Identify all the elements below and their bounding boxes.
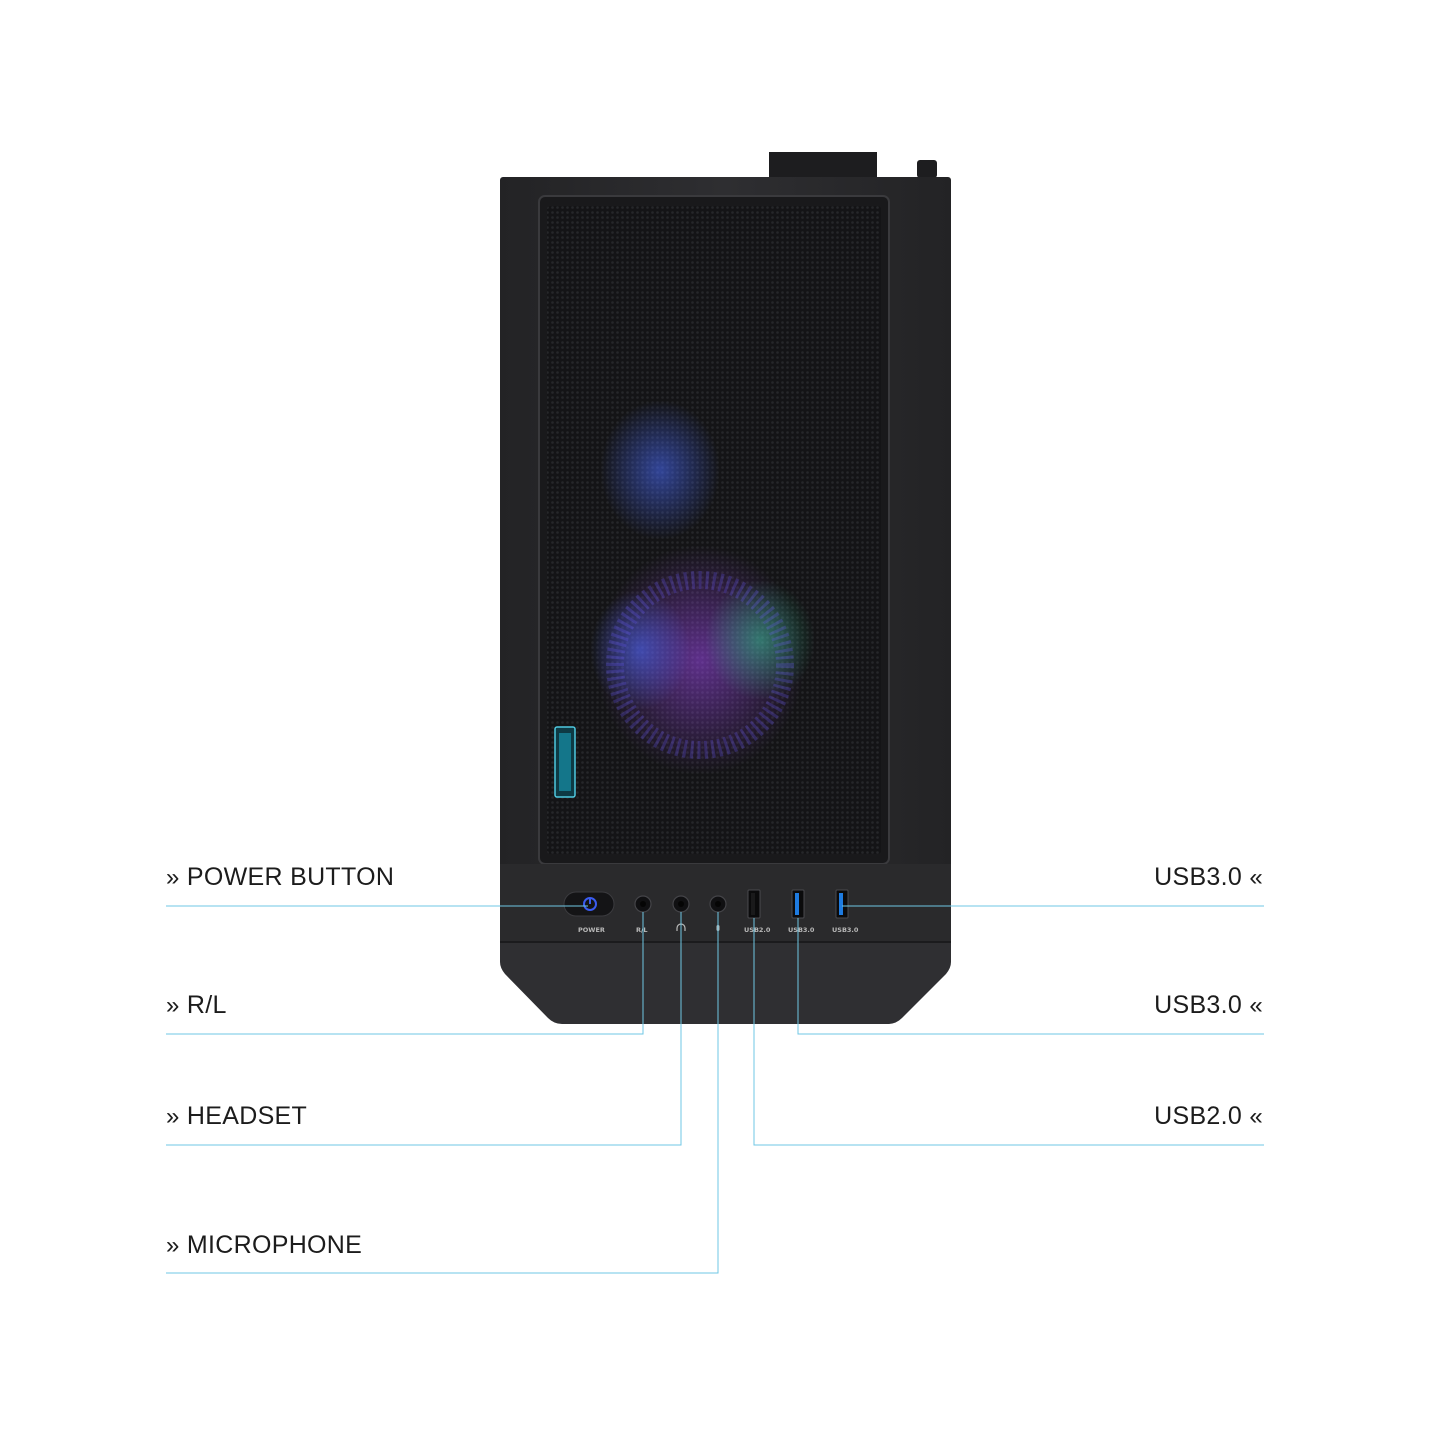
rl-jack[interactable] — [634, 895, 652, 913]
chevron-right-icon: » — [166, 1232, 180, 1259]
rl-port-label: R/L — [636, 926, 648, 934]
callout-text: USB3.0 — [1154, 863, 1243, 891]
top-handle — [769, 152, 877, 179]
callout-line-headset — [166, 912, 682, 1146]
callout-rl: » R/L — [166, 993, 227, 1018]
callout-usb3-mid: USB3.0 « — [1154, 993, 1263, 1018]
usb3-port-2[interactable] — [835, 889, 849, 919]
callout-text: USB2.0 — [1154, 1102, 1243, 1130]
chevron-left-icon: « — [1249, 1103, 1263, 1130]
power-button[interactable] — [563, 891, 615, 917]
callout-usb2: USB2.0 « — [1154, 1104, 1263, 1129]
callout-line-microphone — [166, 912, 719, 1274]
usb3-port-1[interactable] — [791, 889, 805, 919]
callout-lines — [166, 905, 1264, 1274]
callout-text: POWER BUTTON — [186, 863, 395, 891]
callout-microphone: » MICROPHONE — [166, 1233, 362, 1258]
microphone-jack[interactable] — [709, 895, 727, 913]
chevron-right-icon: » — [166, 864, 180, 891]
callout-line-usb2 — [753, 918, 1264, 1146]
top-knob — [917, 160, 937, 178]
callout-text: HEADSET — [186, 1102, 308, 1130]
callout-line-rl — [166, 912, 644, 1035]
headset-jack[interactable] — [672, 895, 690, 913]
callout-headset: » HEADSET — [166, 1104, 307, 1129]
power-label: POWER — [578, 926, 605, 934]
callout-text: MICROPHONE — [186, 1231, 363, 1259]
callout-usb3-top: USB3.0 « — [1154, 865, 1263, 890]
usb2-port[interactable] — [747, 889, 761, 919]
chevron-right-icon: » — [166, 1103, 180, 1130]
chevron-left-icon: « — [1249, 992, 1263, 1019]
chevron-left-icon: « — [1249, 864, 1263, 891]
usb3-label-2: USB3.0 — [832, 926, 859, 934]
usb3-label-1: USB3.0 — [788, 926, 815, 934]
chevron-right-icon: » — [166, 992, 180, 1019]
callout-line-usb3-mid — [797, 918, 1264, 1035]
callout-text: R/L — [186, 991, 227, 1019]
usb2-label: USB2.0 — [744, 926, 771, 934]
callout-power-button: » POWER BUTTON — [166, 865, 394, 890]
case-foot — [500, 942, 951, 1024]
callout-text: USB3.0 — [1154, 991, 1243, 1019]
